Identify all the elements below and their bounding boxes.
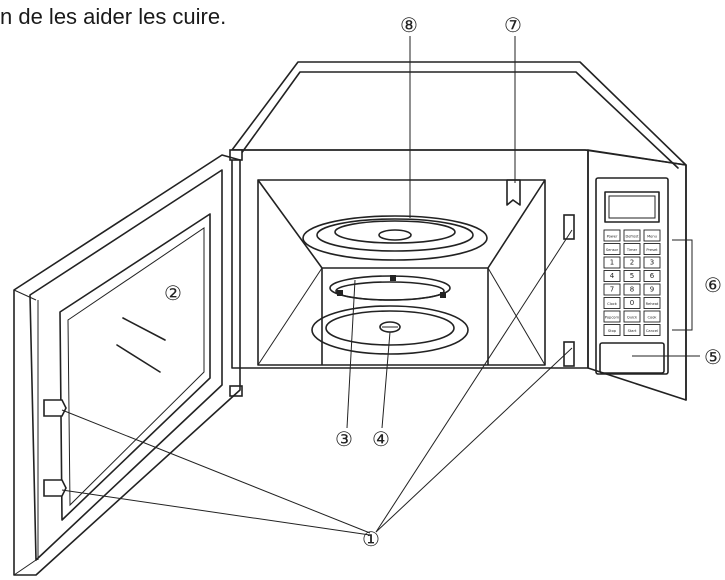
keypad-key <box>623 243 641 255</box>
keypad-key-label: 8 <box>630 286 634 294</box>
turntable-floor <box>311 305 469 355</box>
keypad-key <box>643 243 661 255</box>
callout-6: ⑥ <box>704 273 722 297</box>
keypad-key <box>623 324 641 336</box>
control-panel <box>587 149 687 401</box>
callout-4: ④ <box>372 427 390 451</box>
keypad-key <box>603 229 621 242</box>
keypad-key-label: Power <box>607 235 618 239</box>
callout-5: ⑤ <box>704 345 722 369</box>
keypad-key <box>643 324 661 336</box>
caption-text: n de les aider les cuire. <box>0 4 227 29</box>
keypad-key-label: Stop <box>608 329 617 333</box>
callout-2: ② <box>164 281 182 305</box>
latch-receiver-bottom <box>563 341 575 367</box>
keypad-key-label: Timer <box>626 248 638 252</box>
keypad-key <box>643 297 661 309</box>
keypad-key-label: 4 <box>610 272 615 280</box>
keypad-key-label: Quick <box>627 316 638 320</box>
keypad-key <box>623 229 641 242</box>
door-assembly <box>13 154 241 576</box>
keypad-key <box>643 310 661 323</box>
keypad-key-label: 6 <box>650 272 655 280</box>
display-window <box>604 191 660 223</box>
callout-3: ③ <box>335 427 353 451</box>
latch-receiver-top <box>563 214 575 240</box>
keypad-key-label: Sensor <box>606 248 619 252</box>
door-latch-top <box>43 399 67 417</box>
keypad-key-label: 7 <box>610 286 614 294</box>
glass-tray <box>302 215 488 261</box>
waveguide-cover <box>506 179 521 206</box>
keypad-key <box>643 283 661 296</box>
keypad-key <box>643 229 661 242</box>
keypad-key <box>603 270 621 282</box>
keypad-key <box>603 256 621 269</box>
door-latch-bottom <box>43 479 67 497</box>
leader-lines <box>61 36 700 536</box>
keypad-key-label: Cancel <box>646 329 658 333</box>
callout-7: ⑦ <box>504 13 522 37</box>
keypad-key <box>603 297 621 309</box>
keypad-key-label: Start <box>628 329 637 333</box>
keypad-key-label: Defrost <box>625 235 639 239</box>
roller-ring <box>329 275 451 301</box>
keypad-key-label: 3 <box>650 259 654 267</box>
keypad-key-label: 5 <box>630 272 634 280</box>
control-panel-face <box>595 177 669 375</box>
keypad-key-label: Preset <box>646 248 658 252</box>
keypad-key <box>623 297 641 309</box>
keypad-key <box>623 283 641 296</box>
keypad-key-label: Menu <box>647 235 657 239</box>
callout-8: ⑧ <box>400 13 418 37</box>
keypad-key-label: 0 <box>630 299 634 307</box>
callout-1: ① <box>362 527 380 551</box>
keypad-key-label: Cook <box>648 316 658 320</box>
keypad-key <box>643 256 661 269</box>
door-release-button <box>599 342 665 374</box>
keypad-key <box>603 310 621 323</box>
keypad-key <box>643 270 661 282</box>
keypad-key <box>623 310 641 323</box>
keypad-key <box>603 243 621 255</box>
keypad-key-label: Clock <box>607 302 618 306</box>
keypad-key-label: 1 <box>610 259 614 267</box>
keypad-key-label: Popcorn <box>605 316 619 320</box>
keypad-key <box>623 270 641 282</box>
keypad-key-label: Reheat <box>646 302 659 306</box>
keypad-key-label: 9 <box>650 286 654 294</box>
keypad-key <box>603 324 621 336</box>
keypad-key <box>623 256 641 269</box>
keypad-key-label: 2 <box>630 259 634 267</box>
keypad-key <box>603 283 621 296</box>
cabinet-edge <box>237 71 679 169</box>
